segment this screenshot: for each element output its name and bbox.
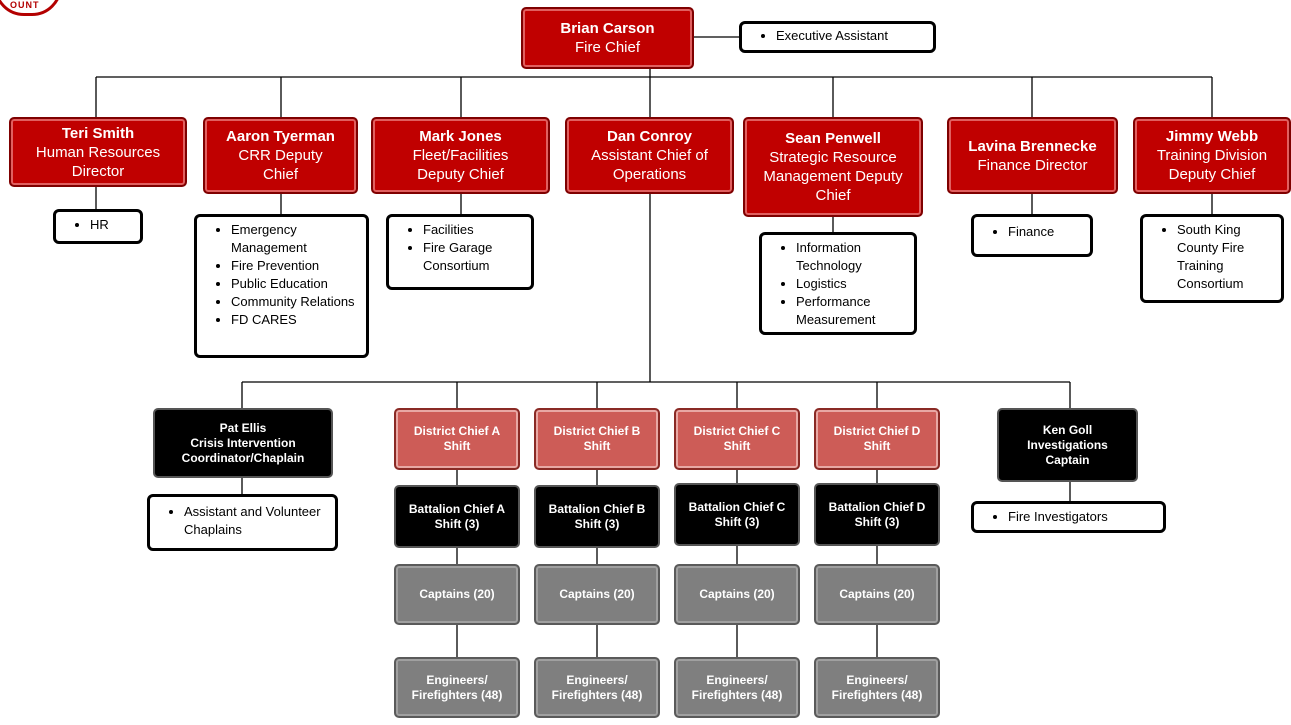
fire-chief-title: Fire Chief [574, 39, 641, 56]
fire-chief-box: Brian Carson Fire Chief [521, 7, 694, 69]
director-name: Mark Jones [419, 128, 502, 145]
captains-label: Captains (20) [419, 587, 495, 601]
list-item: Information Technology [796, 239, 908, 275]
chaplain-list: Assistant and Volunteer Chaplains [147, 494, 338, 551]
battalion-chief-d-box: Battalion Chief D Shift (3) [814, 483, 940, 546]
director-title: Strategic Resource Management Deputy Chi… [763, 149, 903, 204]
executive-assistant-list: Executive Assistant [739, 21, 936, 53]
engineers-label: Engineers/ Firefighters (48) [411, 672, 503, 702]
engineers-a-box: Engineers/ Firefighters (48) [394, 657, 520, 718]
captains-label: Captains (20) [559, 587, 635, 601]
director-name: Jimmy Webb [1165, 128, 1259, 145]
director-title: Training Division Deputy Chief [1156, 147, 1268, 183]
list-item: Community Relations [231, 293, 360, 311]
list-item: Fire Investigators [1008, 508, 1157, 526]
director-name: Dan Conroy [606, 128, 692, 145]
battalion-chief-b-box: Battalion Chief B Shift (3) [534, 485, 660, 548]
list-item: Fire Garage Consortium [423, 239, 525, 275]
district-chief-label: District Chief A Shift [413, 424, 501, 453]
list-item: Executive Assistant [776, 27, 927, 45]
director-name: Aaron Tyerman [226, 128, 335, 145]
district-chief-b-box: District Chief B Shift [534, 408, 660, 470]
battalion-chief-label: Battalion Chief A Shift (3) [408, 501, 506, 531]
list-item: Fire Prevention [231, 257, 360, 275]
director-box-mark-jones: Mark Jones Fleet/Facilities Deputy Chief [371, 117, 550, 194]
director-title: Human Resources Director [35, 143, 161, 180]
battalion-chief-a-box: Battalion Chief A Shift (3) [394, 485, 520, 548]
director-box-jimmy-webb: Jimmy Webb Training Division Deputy Chie… [1133, 117, 1291, 194]
battalion-chief-label: Battalion Chief B Shift (3) [548, 501, 646, 531]
logo-text: OUNT [10, 0, 40, 10]
captains-c-box: Captains (20) [674, 564, 800, 625]
department-logo: OUNT [0, 0, 70, 16]
list-item: Public Education [231, 275, 360, 293]
investigations-box: Ken Goll Investigations Captain [997, 408, 1138, 482]
list-item: HR [90, 216, 134, 234]
district-chief-label: District Chief B Shift [553, 424, 641, 453]
director-name: Lavina Brennecke [968, 137, 1097, 155]
director-title: CRR Deputy Chief [238, 147, 323, 183]
director-box-lavina-brennecke: Lavina Brennecke Finance Director [947, 117, 1118, 194]
engineers-label: Engineers/ Firefighters (48) [551, 672, 643, 702]
director-name: Teri Smith [61, 124, 135, 142]
engineers-c-box: Engineers/ Firefighters (48) [674, 657, 800, 718]
chaplain-name: Pat Ellis [219, 420, 267, 435]
captains-d-box: Captains (20) [814, 564, 940, 625]
district-chief-d-box: District Chief D Shift [814, 408, 940, 470]
list-item: Finance [1008, 223, 1084, 241]
director-box-teri-smith: Teri Smith Human Resources Director [9, 117, 187, 187]
director-box-dan-conroy: Dan Conroy Assistant Chief of Operations [565, 117, 734, 194]
investigations-name: Ken Goll [1042, 422, 1093, 437]
strategic-resource-list: Information Technology Logistics Perform… [759, 232, 917, 335]
list-item: Emergency Management [231, 221, 360, 257]
battalion-chief-label: Battalion Chief D Shift (3) [828, 499, 926, 529]
chaplain-box: Pat Ellis Crisis Intervention Coordinato… [153, 408, 333, 478]
district-chief-label: District Chief D Shift [833, 424, 921, 453]
district-chief-c-box: District Chief C Shift [674, 408, 800, 470]
list-item: South King County Fire Training Consorti… [1177, 221, 1275, 293]
list-item: FD CARES [231, 311, 360, 329]
crr-list: Emergency Management Fire Prevention Pub… [194, 214, 369, 358]
investigations-list: Fire Investigators [971, 501, 1166, 533]
list-item: Performance Measurement [796, 293, 908, 329]
director-title: Assistant Chief of Operations [591, 147, 708, 183]
engineers-label: Engineers/ Firefighters (48) [691, 672, 783, 702]
captains-a-box: Captains (20) [394, 564, 520, 625]
hr-list: HR [53, 209, 143, 244]
engineers-b-box: Engineers/ Firefighters (48) [534, 657, 660, 718]
captains-label: Captains (20) [839, 587, 915, 601]
district-chief-label: District Chief C Shift [693, 424, 781, 453]
battalion-chief-c-box: Battalion Chief C Shift (3) [674, 483, 800, 546]
list-item: Logistics [796, 275, 908, 293]
director-title: Fleet/Facilities Deputy Chief [412, 147, 509, 183]
director-name: Sean Penwell [785, 130, 881, 147]
chaplain-title: Crisis Intervention Coordinator/Chaplain [181, 435, 305, 465]
director-title: Finance Director [977, 156, 1088, 174]
director-box-sean-penwell: Sean Penwell Strategic Resource Manageme… [743, 117, 923, 217]
battalion-chief-label: Battalion Chief C Shift (3) [688, 499, 786, 529]
captains-label: Captains (20) [699, 587, 775, 601]
investigations-title: Investigations Captain [1027, 437, 1108, 467]
fire-chief-name: Brian Carson [560, 20, 655, 37]
director-box-aaron-tyerman: Aaron Tyerman CRR Deputy Chief [203, 117, 358, 194]
finance-list: Finance [971, 214, 1093, 257]
engineers-d-box: Engineers/ Firefighters (48) [814, 657, 940, 718]
training-list: South King County Fire Training Consorti… [1140, 214, 1284, 303]
fleet-facilities-list: Facilities Fire Garage Consortium [386, 214, 534, 290]
captains-b-box: Captains (20) [534, 564, 660, 625]
list-item: Assistant and Volunteer Chaplains [184, 503, 329, 539]
engineers-label: Engineers/ Firefighters (48) [831, 672, 923, 702]
list-item: Facilities [423, 221, 525, 239]
district-chief-a-box: District Chief A Shift [394, 408, 520, 470]
